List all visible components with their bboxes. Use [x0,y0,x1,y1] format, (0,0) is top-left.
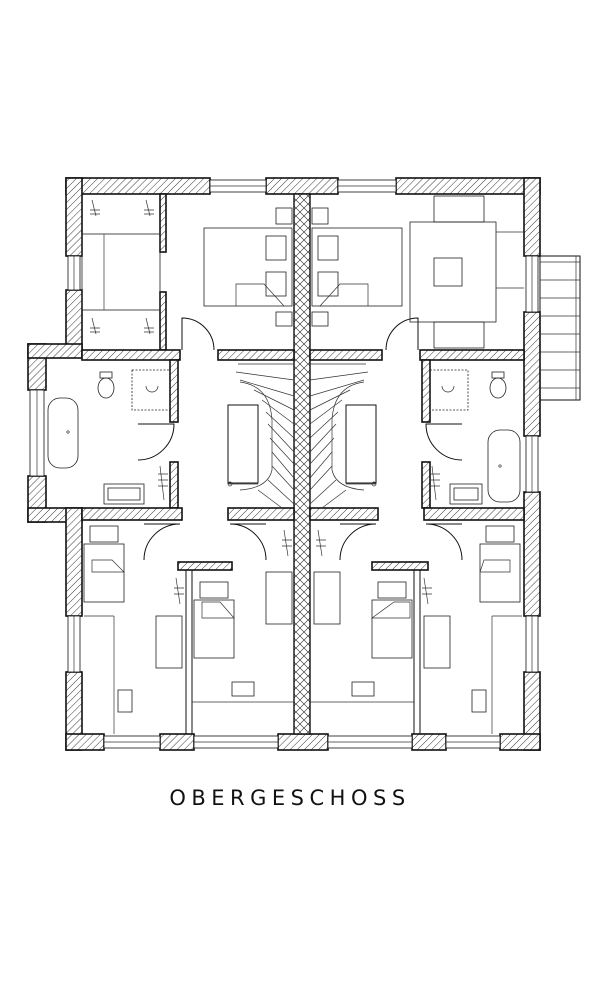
windows [29,179,539,749]
doors [137,317,463,561]
furniture-right [310,195,524,734]
floor-title: OBERGESCHOSS [169,786,411,810]
interior-walls [81,193,525,735]
furniture-left [47,199,294,734]
party-wall [293,193,311,735]
outer-walls [27,177,541,751]
stair-right [309,363,377,509]
balcony [539,255,581,401]
stair-left [227,363,295,509]
